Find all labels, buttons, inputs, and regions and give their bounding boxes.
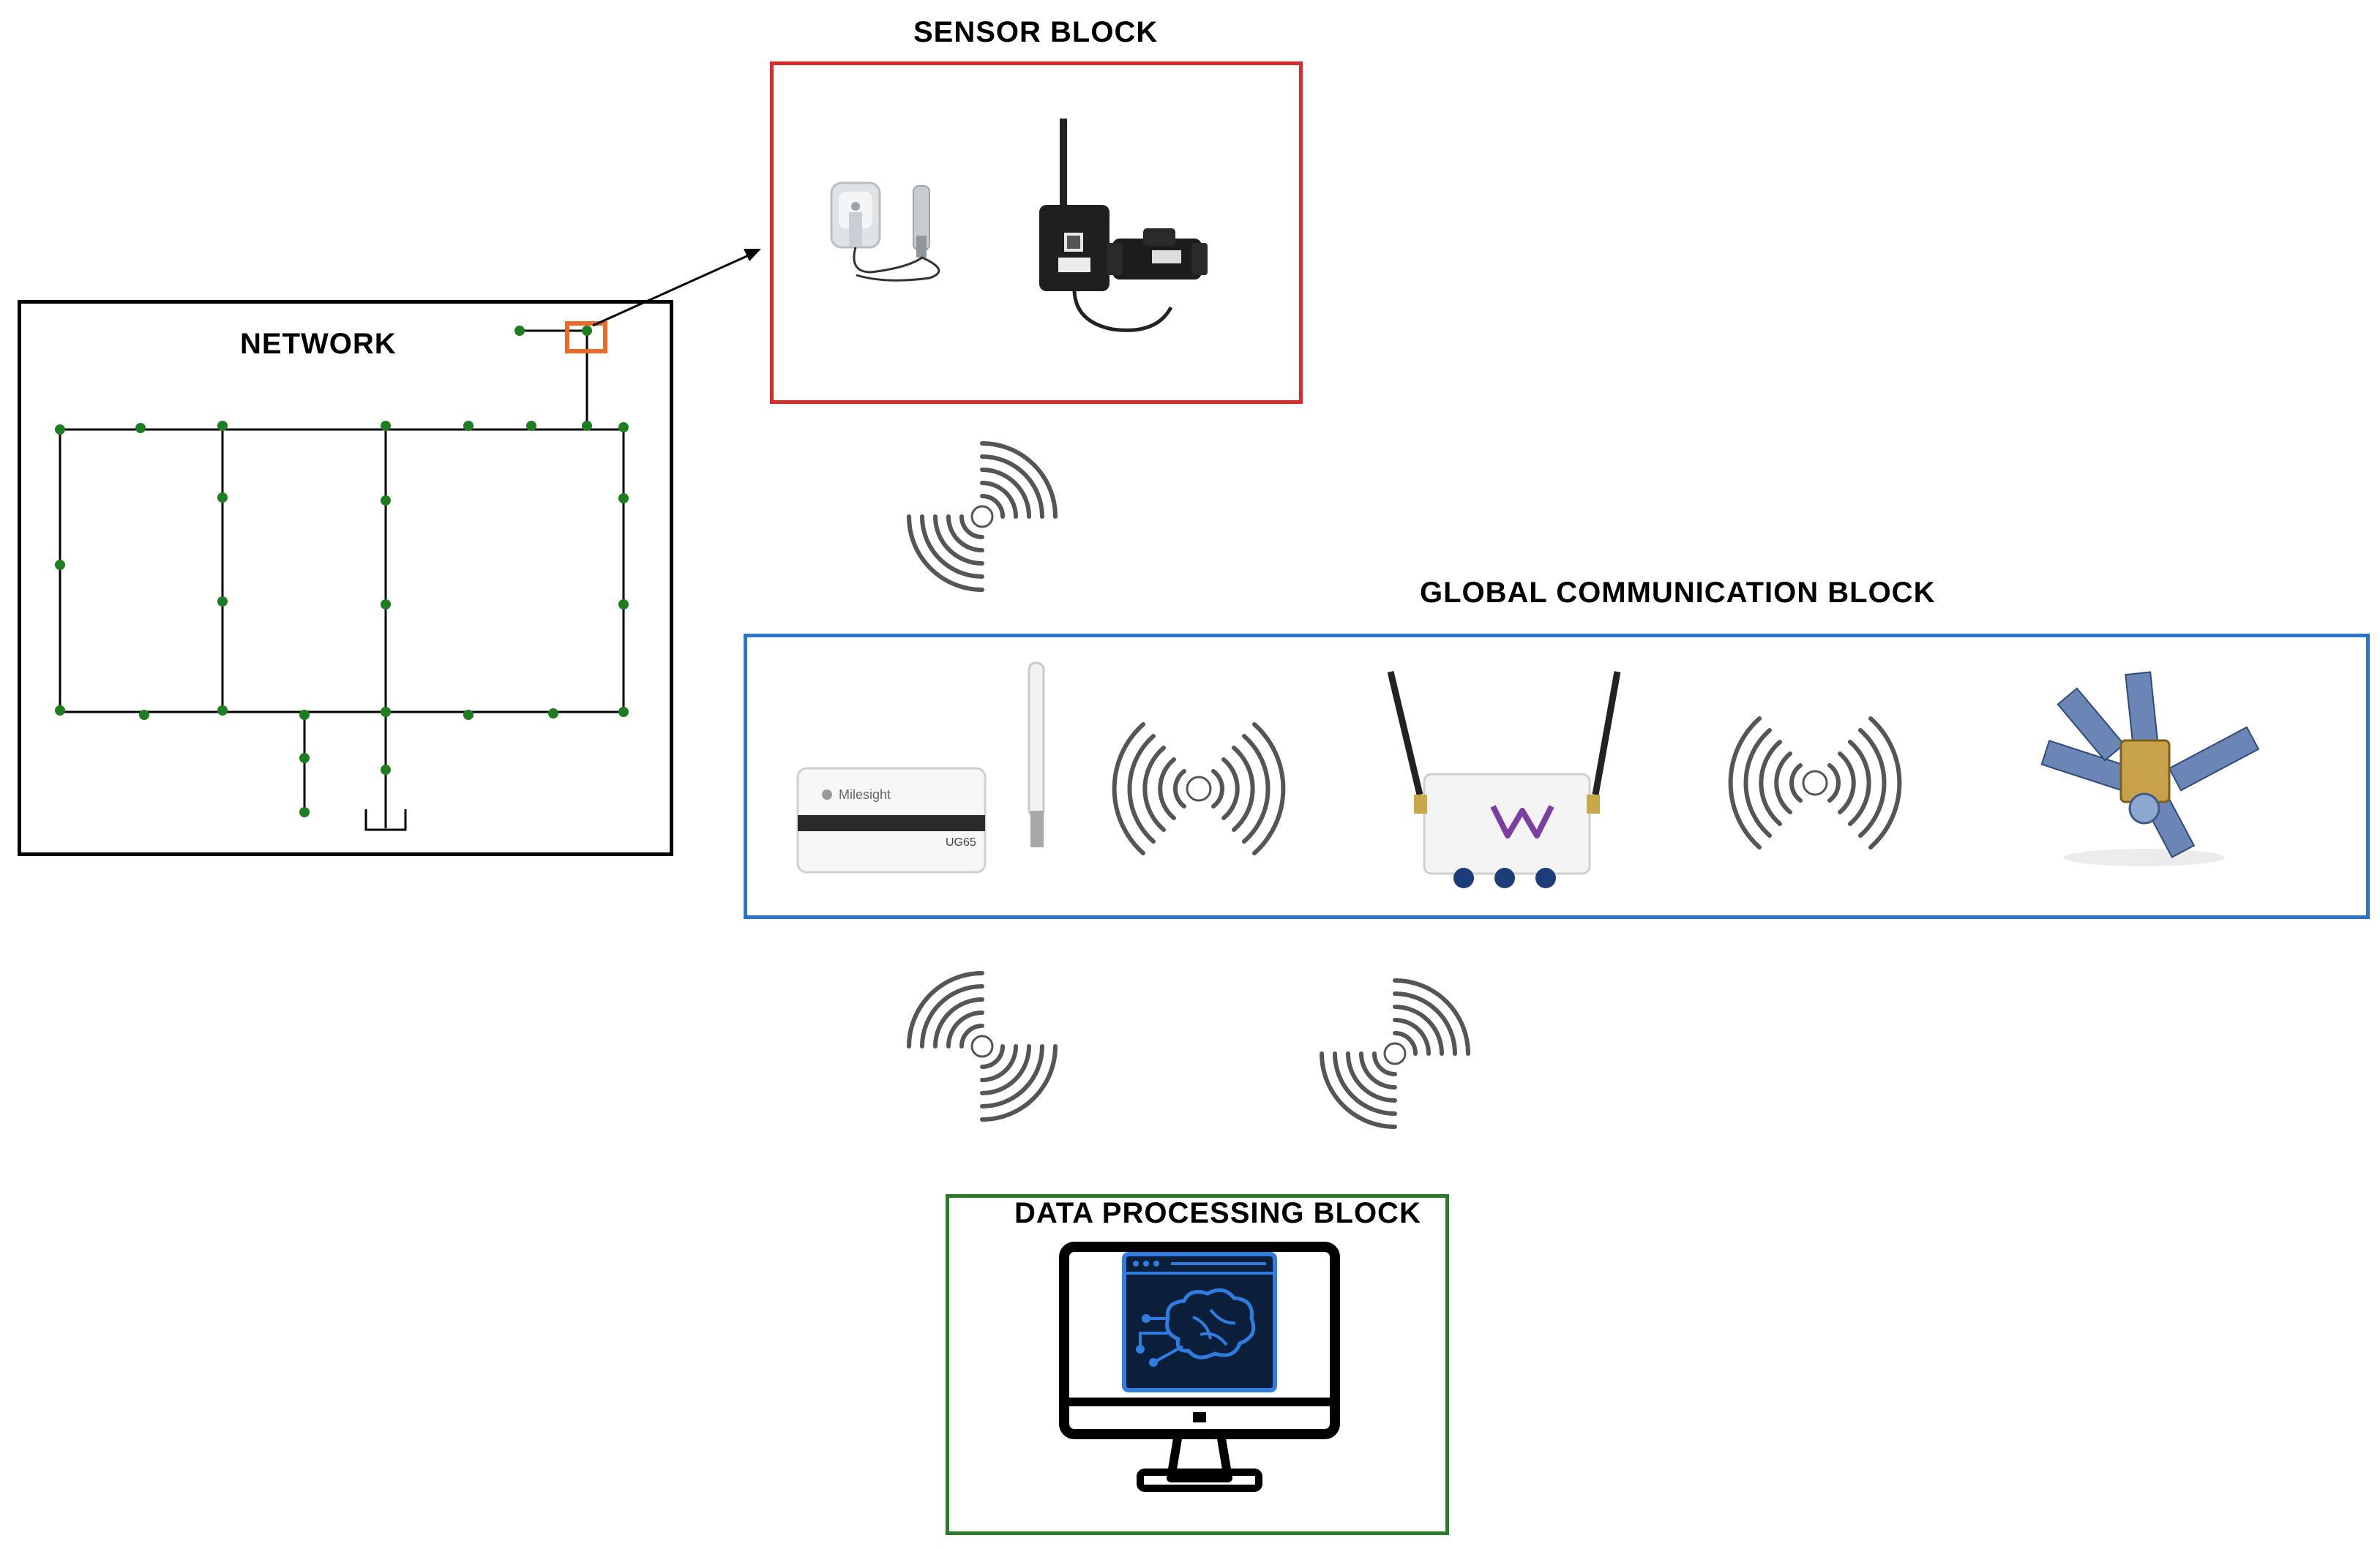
lora-node-icon xyxy=(1039,119,1173,332)
network-block xyxy=(18,300,673,856)
gateway-brand-text: Milesight xyxy=(839,787,891,802)
data-processing-block xyxy=(946,1194,1449,1535)
sensor-location-highlight xyxy=(565,321,607,353)
wireless-signal-icon-right-bottom xyxy=(1320,978,1470,1129)
network-server-icon xyxy=(1387,670,1621,888)
wireless-signal-icon-gateway-server xyxy=(1112,722,1286,855)
flow-meter-icon xyxy=(1107,228,1208,280)
sensor-block xyxy=(770,61,1303,404)
satellite-icon xyxy=(2040,671,2260,866)
gateway-model-text: UG65 xyxy=(946,836,976,849)
arrow-head xyxy=(744,249,761,261)
sensor-block-label: SENSOR BLOCK xyxy=(913,16,1159,48)
gateway-icon: Milesight UG65 xyxy=(796,661,1045,874)
network-label: NETWORK xyxy=(240,328,397,360)
network-nodes xyxy=(55,326,629,817)
wireless-signal-icon-server-satellite xyxy=(1728,716,1902,849)
wireless-signal-icon-left-bottom xyxy=(907,971,1058,1122)
global-communication-block-label: GLOBAL COMMUNICATION BLOCK xyxy=(1420,577,1936,609)
computer-brain-icon xyxy=(1059,1242,1340,1492)
wireless-signal-icon-sensor xyxy=(907,441,1058,592)
level-sensor-icon xyxy=(830,181,940,282)
data-processing-block-label: DATA PROCESSING BLOCK xyxy=(1014,1197,1421,1229)
global-communication-block xyxy=(744,634,2370,919)
